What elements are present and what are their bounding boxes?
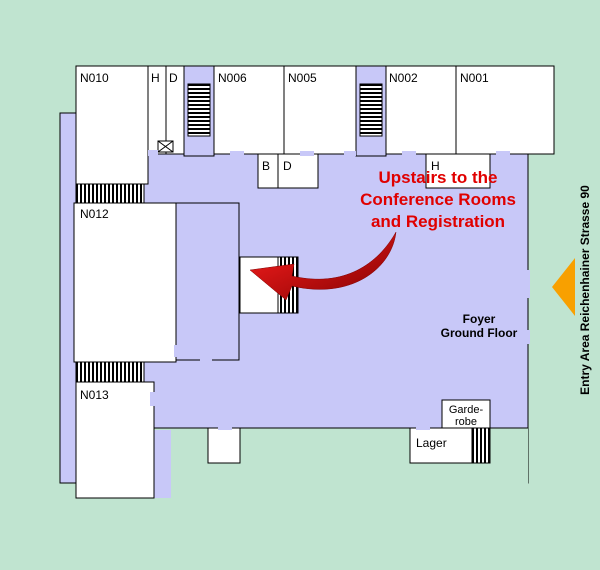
room-n002 — [385, 65, 457, 155]
label-n001: N001 — [460, 71, 489, 85]
entry-marker-icon — [552, 258, 575, 316]
room-n005 — [283, 65, 357, 155]
label-n006: N006 — [218, 71, 247, 85]
room-n001 — [455, 65, 555, 155]
callout-line-1: Upstairs to the — [378, 168, 497, 187]
label-n010: N010 — [80, 71, 109, 85]
upstairs-arrow-icon — [249, 231, 397, 301]
label-n012: N012 — [80, 207, 109, 221]
area-n012-annex — [175, 202, 240, 361]
label-foyer: Foyer — [463, 312, 496, 326]
room-bottom-left — [207, 427, 241, 464]
room-n006 — [213, 65, 285, 155]
label-n005: N005 — [288, 71, 317, 85]
room-h-right — [425, 153, 491, 189]
label-n002: N002 — [389, 71, 418, 85]
elevator-icon — [157, 140, 174, 153]
door-openings — [148, 150, 510, 430]
label-d-mid: D — [283, 159, 292, 173]
stairs-left-lower-icon — [75, 361, 145, 383]
callout-line-3: and Registration — [371, 212, 505, 231]
label-lager: Lager — [416, 436, 447, 450]
label-d-top: D — [169, 71, 178, 85]
room-n010 — [75, 65, 149, 185]
label-b: B — [262, 159, 270, 173]
stairs-top-right-icon — [359, 83, 383, 137]
room-d-top — [165, 65, 185, 155]
room-n012 — [73, 202, 177, 363]
label-garderobe-1: Garde- — [449, 404, 484, 416]
entry-label: Entry Area Reichenhainer Strasse 90 — [578, 185, 592, 395]
room-garderobe — [441, 399, 491, 429]
room-d-mid — [277, 153, 319, 189]
label-h-top: H — [151, 71, 160, 85]
label-h-right: H — [431, 159, 440, 173]
room-n013 — [75, 381, 155, 499]
label-n013: N013 — [80, 388, 109, 402]
room-lager — [409, 427, 473, 464]
label-garderobe-2: robe — [455, 416, 477, 428]
stairs-top-left-icon — [187, 83, 211, 137]
stairs-left-upper-icon — [75, 183, 145, 204]
callout-line-2: Conference Rooms — [360, 190, 516, 209]
entry-openings — [526, 270, 530, 344]
label-ground-floor: Ground Floor — [441, 326, 518, 340]
